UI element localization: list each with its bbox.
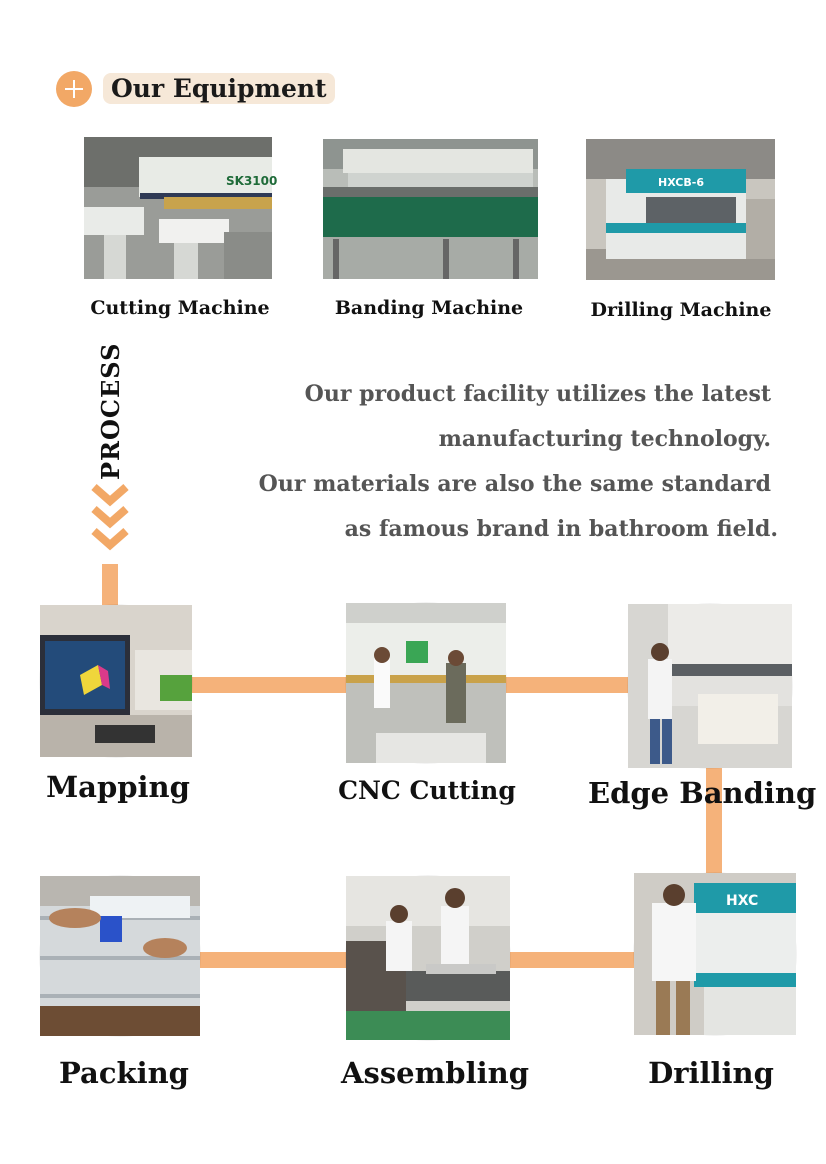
- step-label-packing: Packing: [59, 1056, 189, 1090]
- cutting-machine-label: Cutting Machine: [90, 297, 270, 319]
- connector-edge-drilling: [706, 765, 722, 877]
- drilling-machine-label: Drilling Machine: [590, 299, 772, 321]
- description-line-1: Our product facility utilizes the latest: [304, 381, 771, 407]
- connector-assembling-drilling: [510, 952, 638, 968]
- process-label: PROCESS: [96, 342, 125, 480]
- step-label-cnc-cutting: CNC Cutting: [338, 776, 516, 805]
- banding-machine-label: Banding Machine: [334, 297, 524, 319]
- section-title: Our Equipment: [103, 73, 335, 104]
- process-label-wrap: PROCESS: [96, 343, 126, 480]
- step-label-assembling: Assembling: [341, 1056, 529, 1090]
- description-line-2: manufacturing technology.: [438, 426, 771, 452]
- cnc-cutting-photo: [346, 603, 506, 763]
- packing-photo: [40, 876, 200, 1036]
- connector-cnc-edge: [505, 677, 630, 693]
- machine-model-text: HXCB-6: [658, 176, 704, 189]
- connector-vertical-top: [102, 564, 118, 612]
- step-label-edge-banding: Edge Banding: [588, 776, 817, 810]
- banding-machine-photo: [323, 139, 538, 279]
- edge-banding-photo: [628, 604, 792, 768]
- machine-model-text: SK3100: [226, 174, 277, 188]
- step-label-drilling: Drilling: [648, 1056, 774, 1090]
- cutting-machine-photo: SK3100: [84, 137, 277, 279]
- connector-mapping-cnc: [190, 677, 350, 693]
- description-line-3: Our materials are also the same standard: [258, 471, 771, 497]
- plus-icon: [56, 71, 92, 107]
- machine-model-text: HXC: [726, 893, 758, 909]
- drilling-photo: HXC: [634, 873, 796, 1035]
- assembling-photo: [346, 876, 510, 1040]
- step-label-mapping: Mapping: [46, 770, 190, 804]
- description-line-4: as famous brand in bathroom field.: [344, 516, 778, 542]
- drilling-machine-photo: HXCB-6: [586, 139, 775, 280]
- mapping-photo: [40, 605, 192, 757]
- connector-packing-assembling: [198, 952, 348, 968]
- chevron-down-icon: [90, 483, 130, 555]
